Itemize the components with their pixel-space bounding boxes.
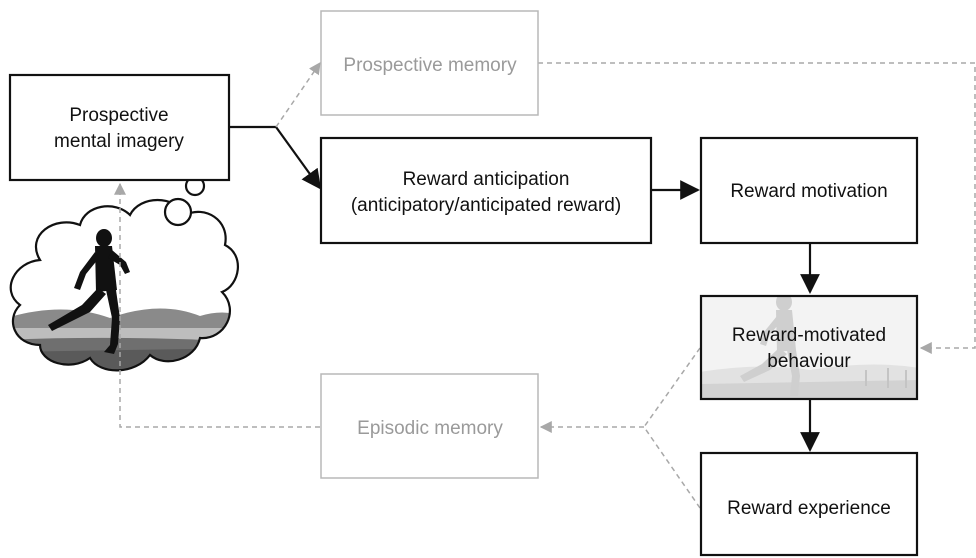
node-reward-motivated-behaviour-line1: Reward-motivated (732, 325, 886, 346)
node-prospective-memory: Prospective memory (320, 10, 539, 116)
thought-cloud (9, 158, 239, 372)
thought-bubble-large (163, 197, 193, 227)
node-episodic-memory-label: Episodic memory (357, 418, 503, 439)
node-reward-motivated-behaviour-line2: behaviour (767, 351, 851, 372)
node-reward-motivation: Reward motivation (699, 136, 919, 245)
node-reward-motivated-behaviour: Reward-motivated behaviour (699, 294, 919, 401)
node-reward-motivation-label: Reward motivation (730, 181, 887, 202)
node-reward-experience: Reward experience (699, 451, 919, 557)
edge-imagery-to-anticipation (229, 125, 322, 190)
node-reward-experience-label: Reward experience (727, 498, 891, 519)
node-prospective-mental-imagery: Prospective mental imagery (8, 73, 231, 182)
edge-prospective-memory-to-behaviour (538, 62, 976, 354)
node-reward-anticipation-line2: (anticipatory/anticipated reward) (351, 195, 621, 216)
edge-to-episodic-memory (539, 347, 701, 509)
node-reward-anticipation-line1: Reward anticipation (403, 169, 570, 190)
behaviour-background-photo (702, 296, 918, 398)
node-reward-anticipation: Reward anticipation (anticipatory/antici… (319, 136, 653, 245)
node-prospective-mental-imagery-line2: mental imagery (54, 131, 184, 152)
runner-photo (10, 200, 238, 371)
node-episodic-memory: Episodic memory (320, 373, 539, 479)
edge-episodic-memory-to-imagery (114, 182, 320, 428)
node-prospective-mental-imagery-line1: Prospective (69, 105, 168, 126)
node-prospective-memory-label: Prospective memory (343, 55, 517, 76)
edge-imagery-to-prospective-memory (275, 62, 321, 128)
